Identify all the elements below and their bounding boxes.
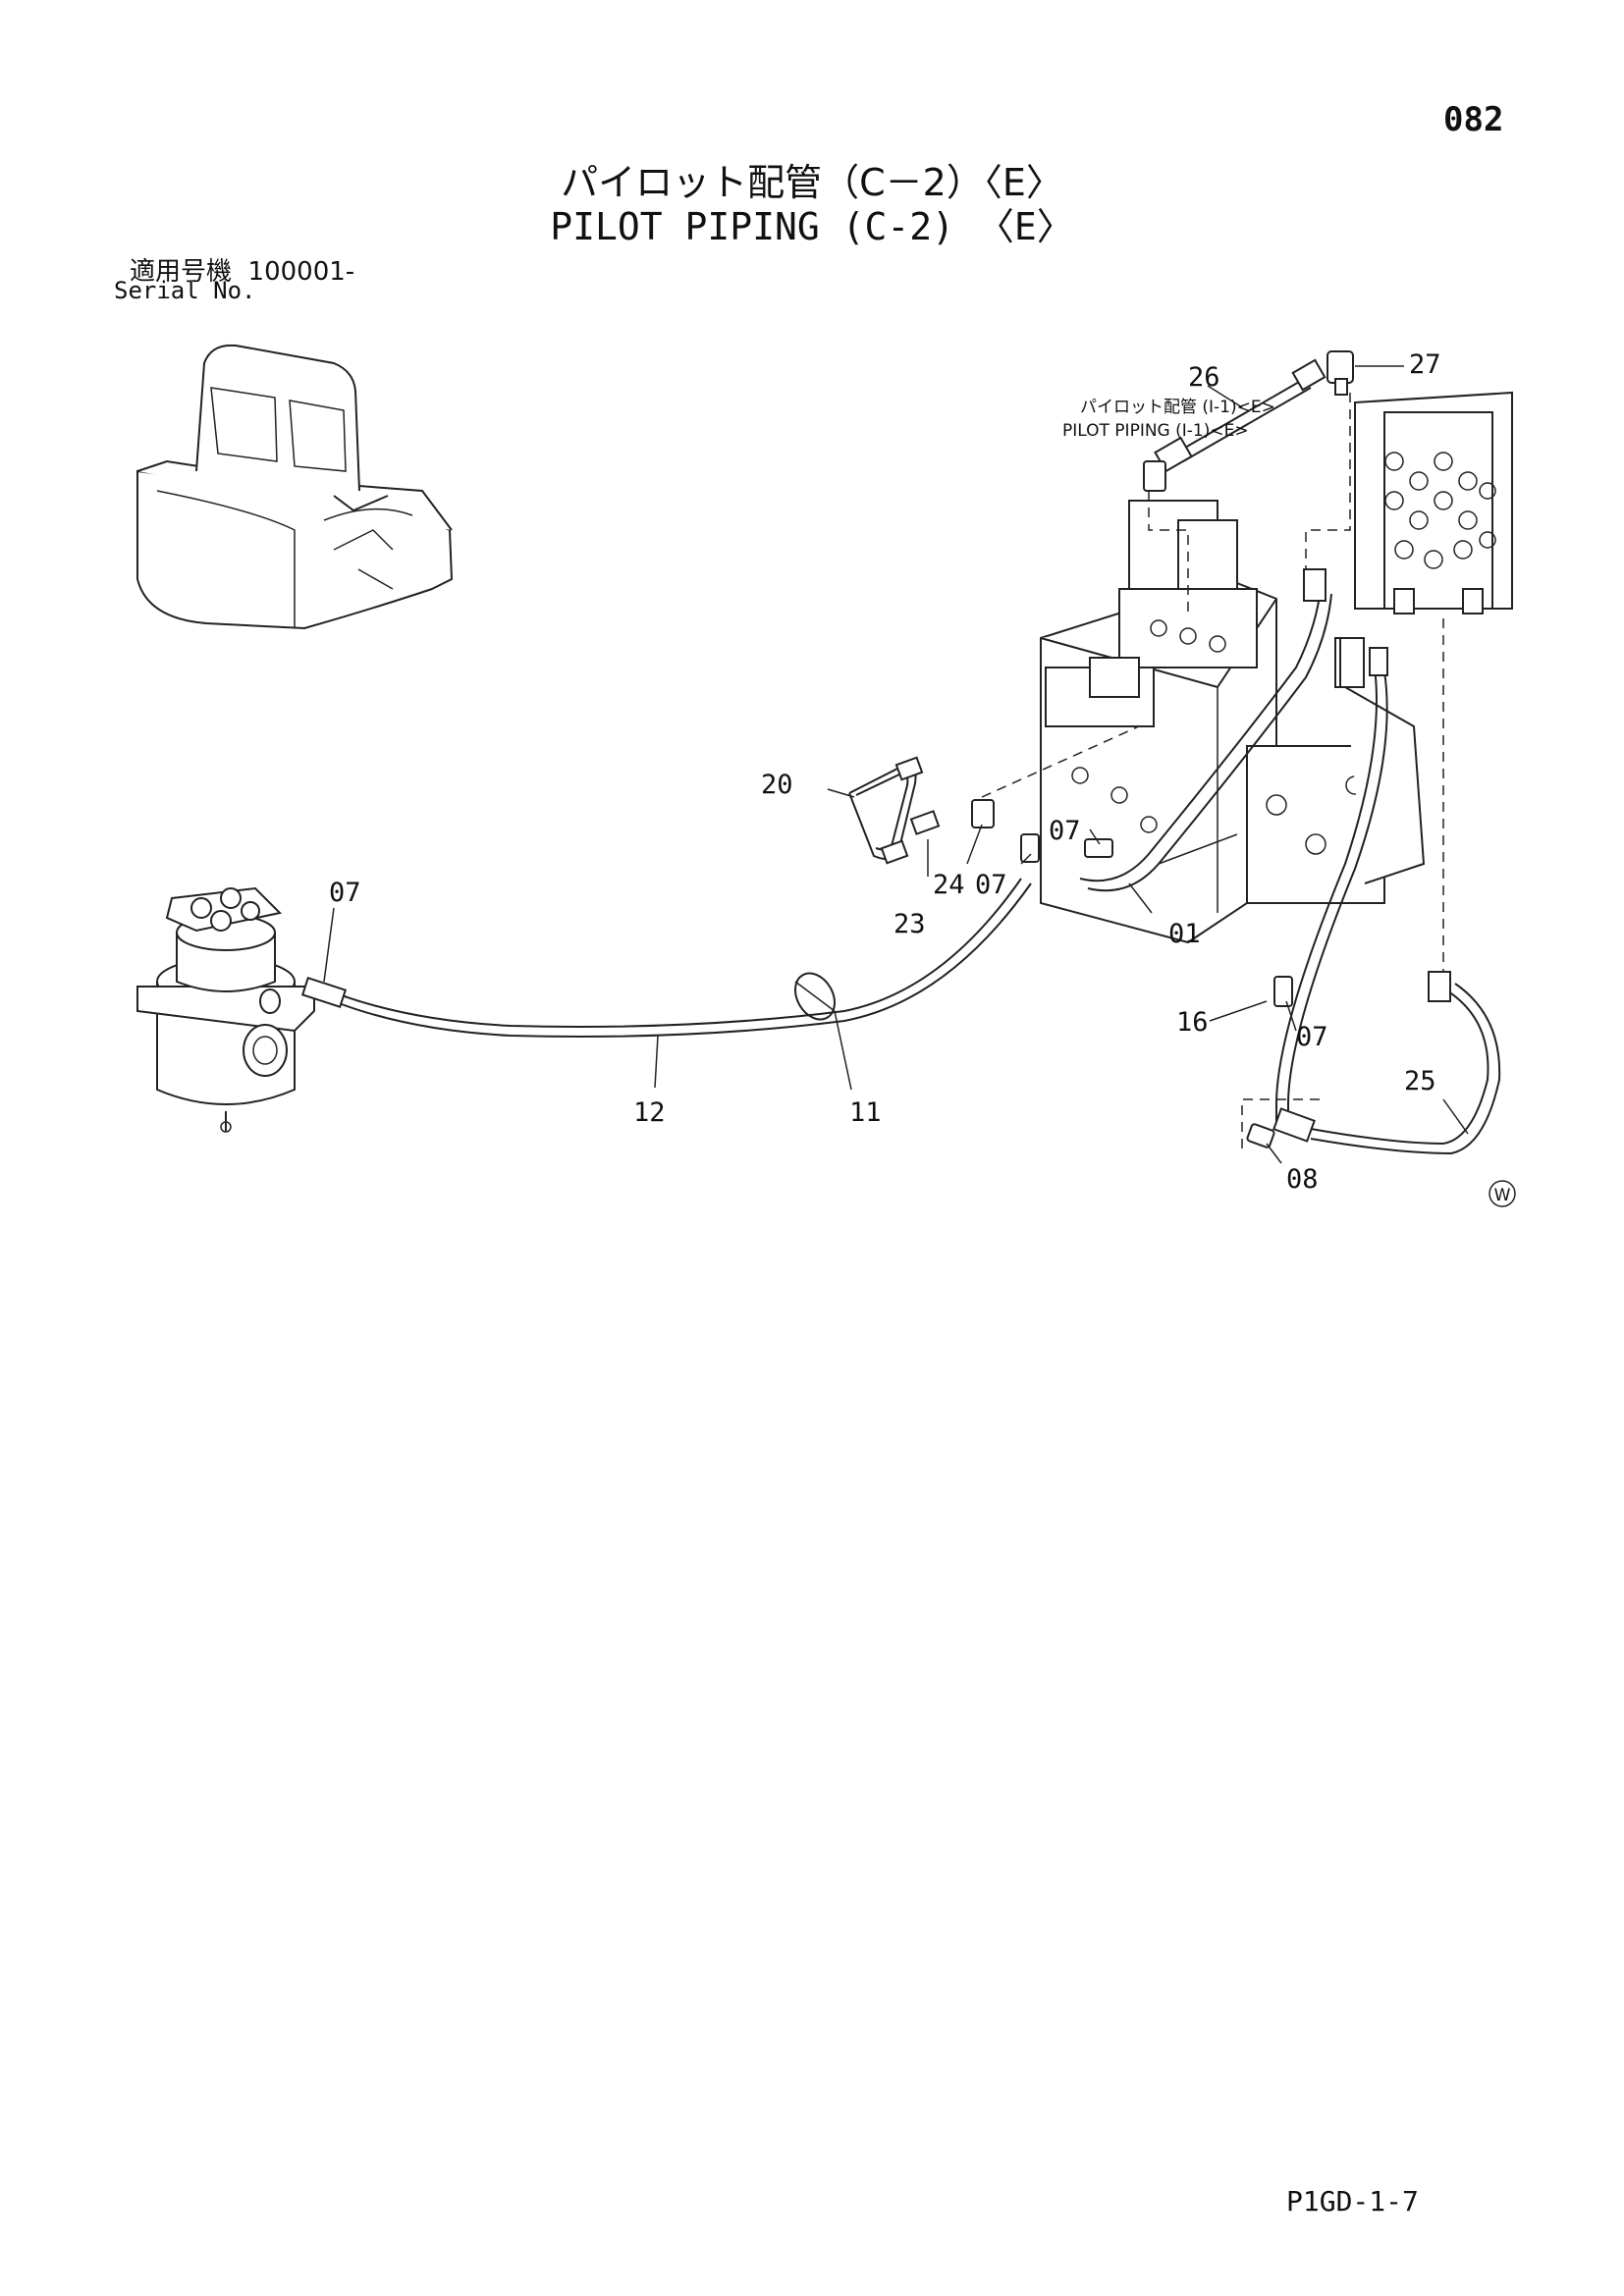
- callout-26: 26: [1188, 362, 1220, 393]
- callout-07-a: 07: [975, 870, 1007, 900]
- callout-11: 11: [849, 1097, 882, 1128]
- callout-07-b: 07: [1049, 816, 1081, 846]
- callout-24: 24: [933, 870, 965, 900]
- pipe-20-icon: [848, 756, 924, 865]
- callout-25: 25: [1404, 1066, 1436, 1096]
- page-number: 082: [1443, 100, 1504, 139]
- hose-16-icon: [1275, 647, 1388, 1129]
- callout-16: 16: [1176, 1007, 1209, 1038]
- callout-20: 20: [761, 770, 793, 800]
- callout-27: 27: [1409, 349, 1441, 380]
- footer-code: P1GD-1-7: [1286, 2185, 1419, 2217]
- hose-12-icon: [300, 878, 1032, 1038]
- fitting-08-icon: [1246, 1123, 1275, 1148]
- serial-label-ja-text: 適用号機: [130, 257, 233, 287]
- circled-w-icon: W: [1489, 1180, 1516, 1207]
- circled-w-letter: W: [1494, 1186, 1511, 1205]
- connector-tee-icon: [1143, 460, 1166, 492]
- callout-23: 23: [893, 909, 926, 939]
- callout-12: 12: [633, 1097, 666, 1128]
- pilot-valve-block-icon: [1339, 391, 1513, 688]
- routing-dash-1: [1148, 491, 1189, 618]
- callout-01: 01: [1168, 919, 1201, 949]
- elbow-fitting-27-icon: [1326, 350, 1354, 396]
- callout-07-d: 07: [1296, 1022, 1328, 1052]
- clamp-11-icon: [794, 972, 836, 1021]
- serial-range: 100001-: [247, 257, 355, 287]
- leader-lines: [323, 365, 1469, 1164]
- hose-01-icon: [1079, 568, 1332, 892]
- routing-dash-2: [1305, 393, 1351, 569]
- port-fittings-icon: [1384, 452, 1496, 569]
- serial-label-japanese: 適用号機 100001-: [130, 251, 354, 288]
- reference-en: PILOT PIPING (I-1)<E>: [1062, 421, 1249, 441]
- small-fittings-07-icon: [1020, 833, 1293, 1007]
- routing-dash-5: [1241, 1098, 1321, 1148]
- title-english: PILOT PIPING (C-2) 〈E〉: [550, 205, 1074, 248]
- callout-07-c: 07: [329, 878, 361, 908]
- serial-label-english: Serial No.: [114, 277, 256, 304]
- reference-ja: パイロット配管 (I-1)<E>: [1080, 398, 1275, 417]
- hose-25-icon: [1272, 971, 1501, 1155]
- excavator-thumbnail-icon: [136, 344, 454, 630]
- title-japanese: パイロット配管（C－2）〈E〉: [561, 161, 1063, 204]
- swivel-joint-icon: [136, 886, 315, 1133]
- adapter-23-24-icon: [909, 799, 995, 835]
- routing-dash-3: [981, 725, 1140, 798]
- callout-08: 08: [1286, 1164, 1319, 1195]
